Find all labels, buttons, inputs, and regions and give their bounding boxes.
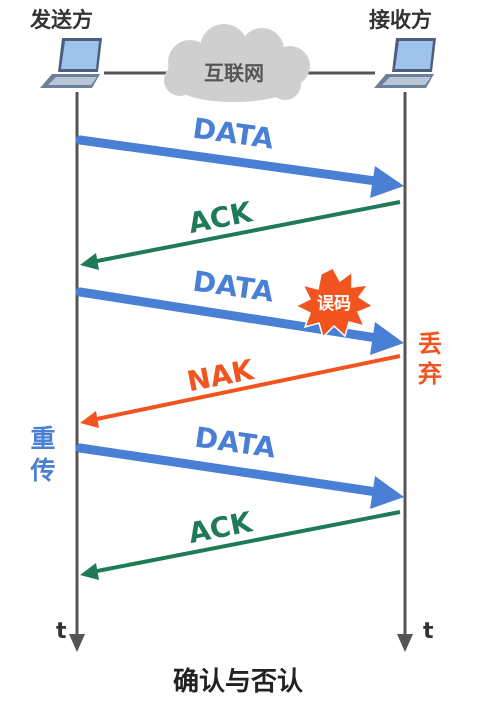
nak-arrow-line bbox=[91, 354, 401, 422]
message-data-1: DATA bbox=[75, 112, 404, 198]
diagram-caption: 确认与否认 bbox=[173, 666, 303, 697]
laptop-icon bbox=[40, 38, 102, 88]
message-data-3: DATA bbox=[75, 421, 404, 509]
ack-arrowhead bbox=[80, 563, 99, 580]
ack-arrow-line bbox=[91, 510, 401, 574]
message-label: DATA bbox=[191, 112, 276, 156]
error-badge-label: 误码 bbox=[317, 294, 351, 314]
ack-arrowhead bbox=[80, 253, 99, 270]
message-ack-1: ACK bbox=[80, 195, 401, 270]
nak-arrowhead bbox=[80, 411, 99, 428]
explosion-badge-icon bbox=[294, 267, 375, 339]
retransmit-label-line-1: 重 bbox=[30, 424, 55, 453]
sender-timeline-arrowhead bbox=[69, 634, 85, 652]
sender-label: 发送方 bbox=[29, 8, 93, 32]
data-arrowhead bbox=[370, 166, 404, 198]
data-arrow-line bbox=[75, 287, 388, 344]
data-arrowhead bbox=[370, 322, 404, 355]
message-ack-2: ACK bbox=[80, 505, 401, 580]
receiver-label: 接收方 bbox=[369, 8, 432, 32]
receiver-timeline-arrowhead bbox=[397, 634, 413, 652]
message-label: DATA bbox=[191, 265, 276, 309]
message-label: DATA bbox=[193, 421, 278, 465]
ack-arrow-line bbox=[91, 200, 401, 264]
time-label-left: t bbox=[56, 619, 67, 644]
data-arrow-line bbox=[75, 443, 388, 498]
data-arrow-line bbox=[75, 135, 388, 187]
data-arrowhead bbox=[370, 476, 404, 509]
message-nak: NAK bbox=[80, 353, 401, 428]
retransmit-label-line-2: 传 bbox=[29, 456, 55, 485]
message-label: NAK bbox=[184, 353, 257, 398]
discard-label-line-2: 弃 bbox=[418, 360, 442, 388]
network-label: 互联网 bbox=[204, 61, 264, 85]
discard-label-line-1: 丢 bbox=[418, 330, 442, 358]
cloud-icon bbox=[164, 24, 310, 102]
time-label-right: t bbox=[423, 619, 434, 644]
laptop-icon bbox=[374, 38, 436, 88]
